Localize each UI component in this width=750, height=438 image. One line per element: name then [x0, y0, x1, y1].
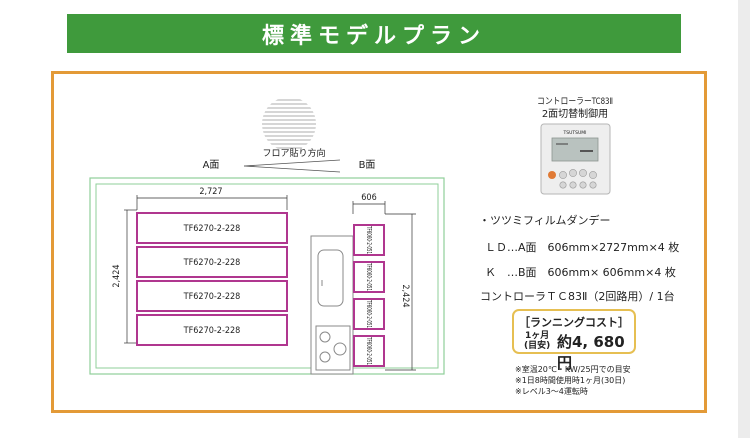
b-panel-2: [353, 261, 385, 293]
note-item: ※レベル3〜4運転時: [515, 387, 588, 396]
spec-controller: コントローラＴＣ83Ⅱ（2回路用）/ 1台: [480, 290, 675, 303]
a-panel-label: TF6270-2-228: [183, 258, 241, 268]
dim-height-right-label: 2,424: [400, 284, 410, 307]
running-cost-period: 1ヶ月 (目安): [524, 331, 550, 351]
notes: ※室温20℃・KW/25円での目安 ※1日8時間使用時1ヶ月(30日) ※レベル…: [515, 364, 631, 397]
controller-display: [551, 137, 599, 162]
room-inner-outline: [95, 183, 439, 369]
dim-height-left-label: 2,424: [112, 264, 122, 287]
dim-b-width-label: 606: [361, 193, 376, 203]
a-panel-4: [136, 314, 288, 346]
b-panel-label: TF6060-2-051: [365, 336, 373, 365]
a-panel-label: TF6270-2-228: [183, 292, 241, 302]
floor-direction-arrow: [243, 159, 341, 167]
b-panel-1: [353, 224, 385, 256]
a-panel-2: [136, 246, 288, 278]
stove-icon: [315, 325, 351, 371]
page-scrollbar[interactable]: [738, 0, 750, 438]
b-panel-4: [353, 335, 385, 367]
spec-product: ・ツツミフィルムダンデー: [479, 214, 611, 227]
running-cost-period-month: 1ヶ月: [524, 331, 550, 341]
controller-desc: 2面切替制御用: [542, 107, 608, 120]
a-panel-1: [136, 212, 288, 244]
b-panel-label: TF6060-2-051: [365, 225, 373, 254]
running-cost-box: ［ランニングコスト］ 1ヶ月 (目安) 約4, 680円: [512, 309, 636, 372]
controller-name: コントローラーTC83Ⅱ: [537, 96, 613, 107]
spec-k: Ｋ …B面 606mm× 606mm×4 枚: [485, 266, 676, 279]
note-item: ※1日8時間使用時1ヶ月(30日): [515, 376, 626, 385]
page-title: 標準モデルプラン: [67, 14, 681, 53]
b-panel-label: TF6060-2-051: [365, 262, 373, 291]
face-b-label: B面: [359, 160, 376, 171]
floor-direction-label: フロア貼り方向: [262, 147, 325, 159]
a-panel-label: TF6270-2-228: [183, 224, 241, 234]
room-outline: [89, 177, 445, 375]
sink-icon: [317, 249, 344, 307]
spec-ld: ＬＤ…A面 606mm×2727mm×4 枚: [485, 241, 680, 254]
running-cost-period-estimate: (目安): [524, 341, 551, 351]
controller-brand: TSUTSUMI: [562, 130, 586, 136]
light-fixture-icon: [262, 99, 316, 149]
running-cost-value: 約4, 680円: [557, 333, 625, 372]
b-panel-label: TF6060-2-051: [365, 299, 373, 328]
controller-device-icon: TSUTSUMI: [540, 123, 611, 195]
a-panel-3: [136, 280, 288, 312]
note-item: ※室温20℃・KW/25円での目安: [515, 365, 631, 374]
running-cost-title: ［ランニングコスト］: [519, 316, 629, 329]
b-panel-3: [353, 298, 385, 330]
dim-width-label: 2,727: [199, 187, 222, 197]
face-a-label: A面: [203, 160, 220, 171]
a-panel-label: TF6270-2-228: [183, 326, 241, 336]
